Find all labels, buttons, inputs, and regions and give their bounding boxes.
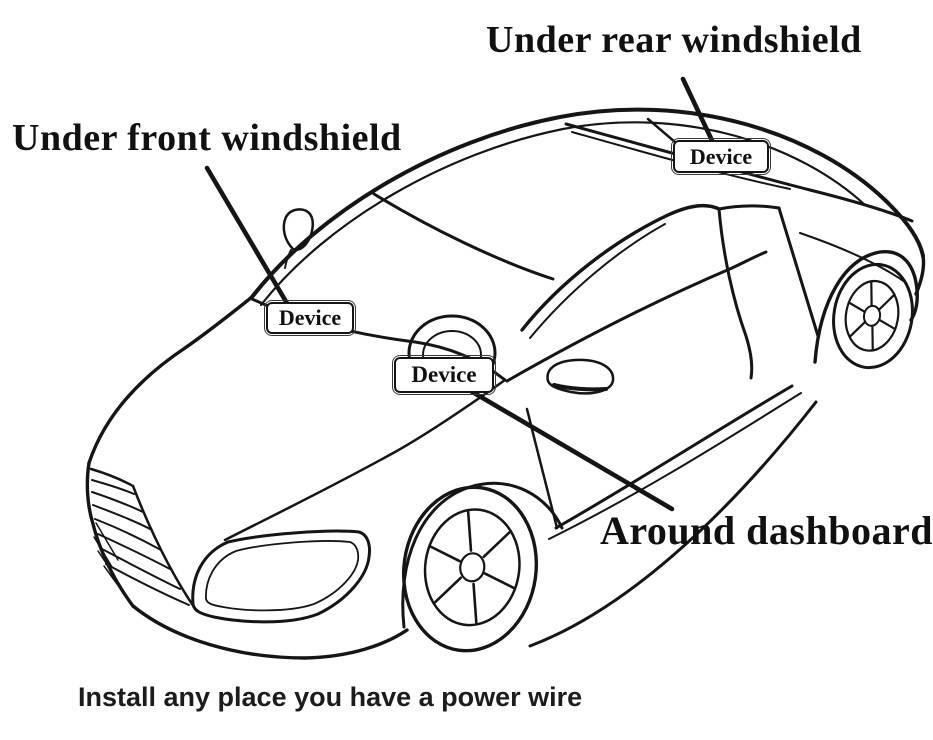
headlight-inner [205, 540, 360, 612]
caption-text: Install any place you have a power wire [78, 682, 583, 712]
front-wheel [401, 485, 539, 653]
device-marker-front-windshield: Device [264, 300, 356, 336]
grille-slat [101, 548, 181, 590]
label-under-rear-windshield: Under rear windshield [486, 19, 862, 61]
b-pillar [717, 207, 754, 380]
grille-hatch [97, 550, 115, 576]
side-mirror-body [546, 358, 615, 395]
headlight [191, 529, 371, 624]
grille-slat [94, 518, 162, 551]
grille-hatch [95, 522, 119, 561]
grille-hatch [93, 536, 113, 568]
rear-hub [862, 304, 882, 327]
leader-lines [204, 76, 719, 512]
hood-silhouette [87, 295, 254, 465]
rear-spokes [847, 280, 897, 352]
side-mirror-shade [552, 383, 608, 392]
car-body [85, 107, 926, 660]
grille-slat [105, 563, 190, 606]
front-hub [459, 552, 486, 583]
front-tire [401, 485, 539, 653]
bumper-bottom [131, 604, 409, 660]
rear-rim [844, 279, 900, 352]
rear-window-edge [564, 122, 914, 223]
grille-slat [91, 491, 144, 513]
front-spokes [429, 510, 515, 624]
rocker-line [548, 392, 802, 540]
rear-tire [832, 262, 914, 370]
a-pillar-mirror-stem [284, 249, 292, 269]
door-shoulder-line [505, 250, 768, 383]
c-pillar [777, 206, 820, 338]
nose-left-edge [85, 461, 135, 608]
headlight-outer [191, 529, 371, 624]
label-under-front-windshield: Under front windshield [12, 117, 402, 159]
rear-shoulder-line [799, 232, 906, 283]
front-rim [423, 508, 521, 627]
leader-line-rear-windshield [680, 76, 719, 152]
leader-line-front-windshield [204, 165, 294, 313]
tail-edge [914, 254, 926, 296]
grille-slat [91, 479, 135, 495]
rear-wheel [832, 262, 914, 370]
rear-fender-arch [813, 250, 919, 364]
fender-crease [223, 378, 507, 542]
quarter-window-top [717, 204, 781, 211]
device-marker-dashboard: Device [392, 355, 496, 395]
roof-inner-line [259, 121, 867, 307]
windshield-top-edge [372, 192, 555, 281]
roof-outline [250, 107, 925, 299]
label-around-dashboard: Around dashboard [600, 508, 933, 553]
device-marker-rear-windshield: Device [671, 138, 771, 175]
a-pillar-mirror [282, 208, 315, 252]
front-grille [89, 467, 198, 612]
grille-right-edge [131, 484, 198, 612]
grille-slat [92, 504, 153, 531]
door-glass-arc-inner [529, 223, 666, 339]
door-bottom-line [554, 384, 794, 530]
door-glass-arc [520, 203, 721, 332]
lower-silhouette [528, 400, 818, 648]
leader-line-dashboard [449, 377, 675, 512]
grille-hatch [103, 565, 118, 585]
side-mirror [546, 358, 615, 395]
grille-top-edge [89, 467, 135, 488]
